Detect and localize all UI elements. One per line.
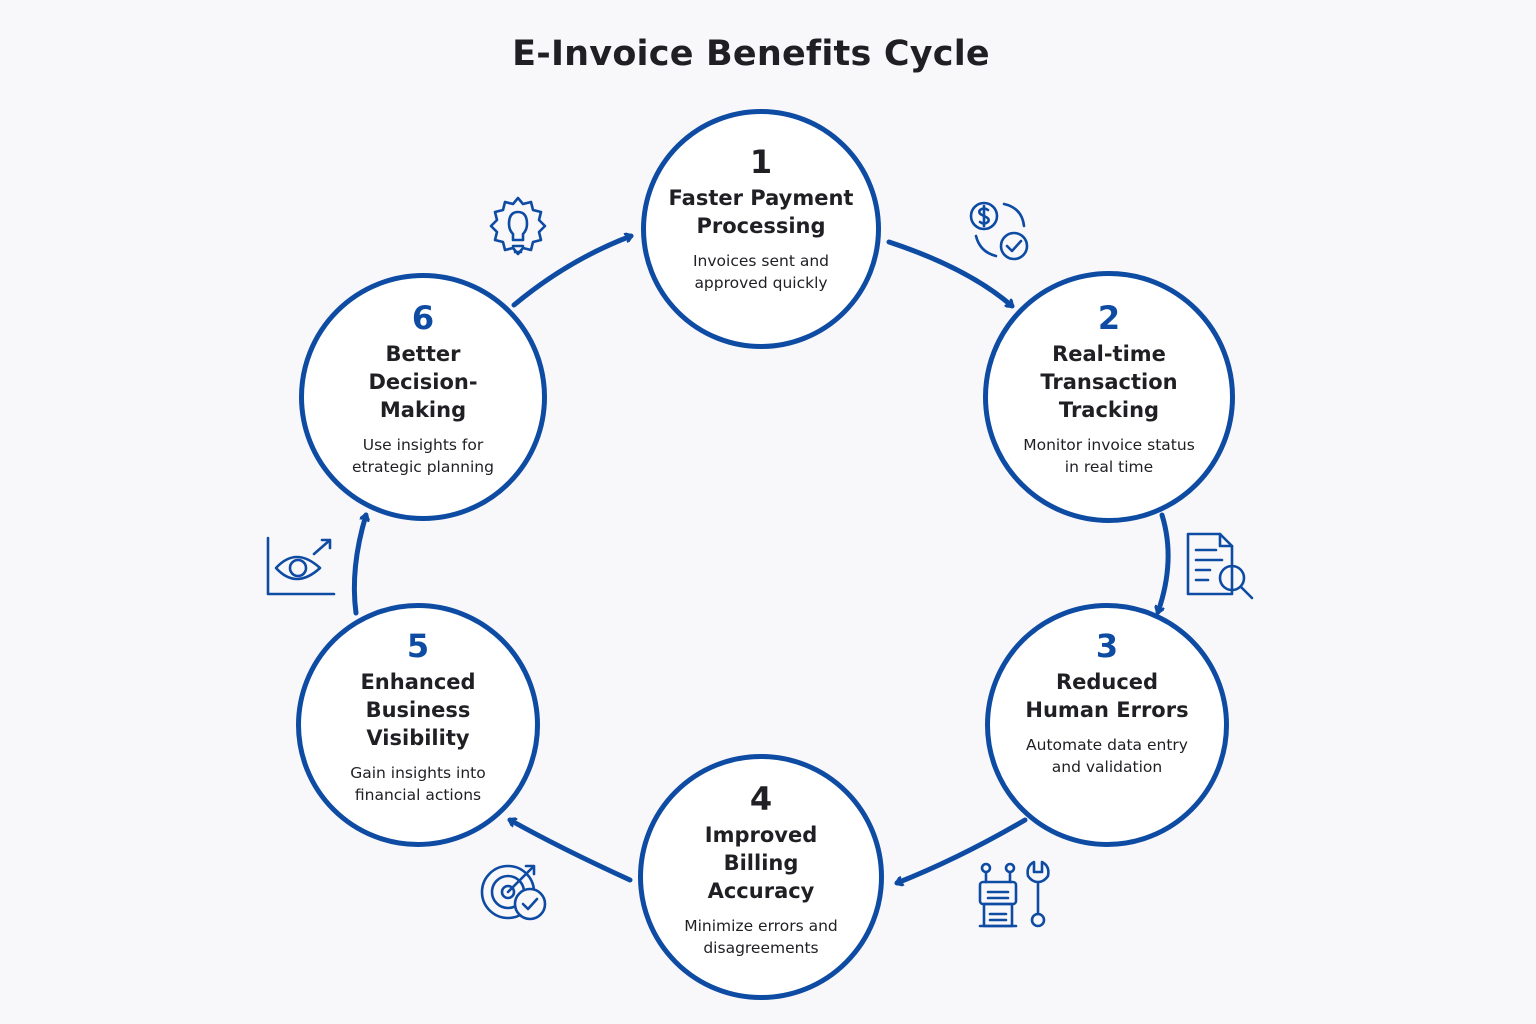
- step-heading-line: Visibility: [366, 726, 470, 750]
- step-number: 6: [411, 299, 435, 337]
- document-search-icon: [1182, 530, 1258, 606]
- step-heading-line: Making: [379, 398, 467, 422]
- step-number: 1: [749, 143, 773, 181]
- step-number: 2: [1097, 299, 1121, 337]
- arrow-step-3-to-4: [894, 817, 1028, 883]
- step-number: 3: [1095, 627, 1119, 665]
- step-description: Invoices sent and approved quickly: [693, 250, 829, 294]
- step-description: Gain insights into financial actions: [350, 762, 486, 806]
- step-description-line: Minimize errors and: [684, 917, 838, 935]
- step-heading-line: Accuracy: [707, 879, 815, 903]
- step-description: Monitor invoice status in real time: [1023, 434, 1195, 478]
- step-description-line: and validation: [1051, 758, 1163, 776]
- step-heading-line: Decision-: [368, 370, 478, 394]
- step-heading-line: Better: [385, 342, 461, 366]
- step-description-line: financial actions: [354, 786, 482, 804]
- step-description-line: Automate data entry: [1026, 736, 1188, 754]
- lightbulb-gear-icon: [483, 194, 553, 268]
- step-description: Minimize errors and disagreements: [684, 915, 838, 959]
- step-description-line: etrategic planning: [352, 458, 494, 476]
- arrow-step-1-to-2: [886, 239, 1015, 309]
- step-description-line: disagreements: [703, 939, 819, 957]
- step-heading-line: Reduced: [1055, 670, 1159, 694]
- arrow-step-4-to-5: [507, 820, 633, 883]
- arrow-step-5-to-6: [351, 512, 366, 616]
- step-description-line: approved quickly: [694, 274, 828, 292]
- step-heading-line: Billing: [723, 851, 799, 875]
- arrow-step-2-to-3: [1158, 512, 1171, 615]
- step-number: 4: [749, 780, 773, 818]
- target-check-icon: [478, 858, 554, 930]
- step-description-line: Monitor invoice status: [1023, 436, 1195, 454]
- step-heading-line: Processing: [696, 214, 826, 238]
- step-heading-line: Improved: [704, 823, 818, 847]
- diagram-title: E-Invoice Benefits Cycle: [512, 34, 990, 74]
- step-description-line: in real time: [1064, 458, 1154, 476]
- step-description-line: Invoices sent and: [692, 252, 830, 270]
- robot-wrench-icon: [976, 858, 1056, 938]
- step-heading-line: Human Errors: [1025, 698, 1189, 722]
- step-heading-line: Transaction: [1040, 370, 1178, 394]
- step-description-line: Use insights for: [362, 436, 484, 454]
- step-description: Use insights for etrategic planning: [352, 434, 494, 478]
- step-description-line: Gain insights into: [350, 764, 486, 782]
- step-heading-line: Tracking: [1058, 398, 1160, 422]
- step-heading-line: Faster Payment: [668, 186, 854, 210]
- dollar-cycle-check-icon: [964, 196, 1036, 272]
- arrow-step-6-to-1: [511, 236, 634, 308]
- step-number: 5: [406, 627, 430, 665]
- step-heading-line: Real-time: [1052, 342, 1166, 366]
- eye-chart-icon: [264, 534, 340, 604]
- step-description: Automate data entry and validation: [1026, 734, 1188, 778]
- step-heading-line: Enhanced: [360, 670, 476, 694]
- step-heading-line: Business: [365, 698, 471, 722]
